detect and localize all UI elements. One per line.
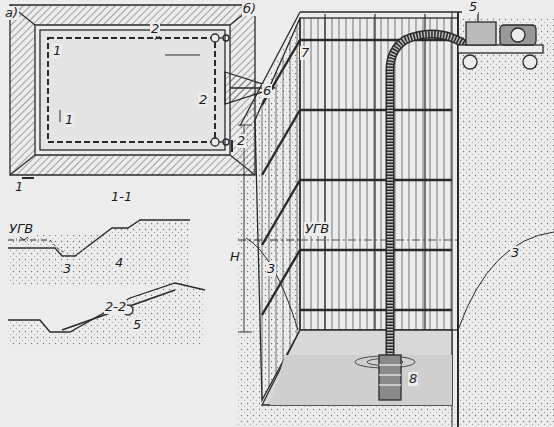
pit-perspective	[238, 12, 554, 427]
callout-number: 2	[198, 93, 208, 107]
section-title: 2-2	[104, 300, 127, 314]
section-mark: 1	[14, 180, 24, 194]
callout-number: 7	[300, 46, 310, 60]
section-1-1	[8, 220, 190, 285]
callout-number: 1	[52, 44, 62, 58]
callout-number: 3	[62, 262, 72, 276]
level-label: УГВ	[304, 222, 330, 236]
callout-number: 6	[262, 84, 272, 98]
callout-number: 5	[132, 318, 142, 332]
section-2-2	[8, 283, 205, 345]
callout-number: 4	[114, 256, 124, 270]
section-title: 1-1	[110, 190, 133, 204]
dimension-label: H	[229, 250, 241, 264]
callout-number: 3	[510, 246, 520, 260]
plan-view	[10, 5, 275, 178]
panel-letter: б)	[242, 2, 257, 16]
callout-number: 5	[468, 0, 478, 14]
section-mark: 2	[150, 22, 160, 36]
section-mark: 2	[236, 134, 246, 148]
section-mark: 1	[64, 113, 74, 127]
callout-number: 8	[408, 372, 418, 386]
callout-number: 3	[266, 262, 276, 276]
level-label: УГВ	[8, 222, 34, 236]
panel-letter: а)	[4, 6, 19, 20]
